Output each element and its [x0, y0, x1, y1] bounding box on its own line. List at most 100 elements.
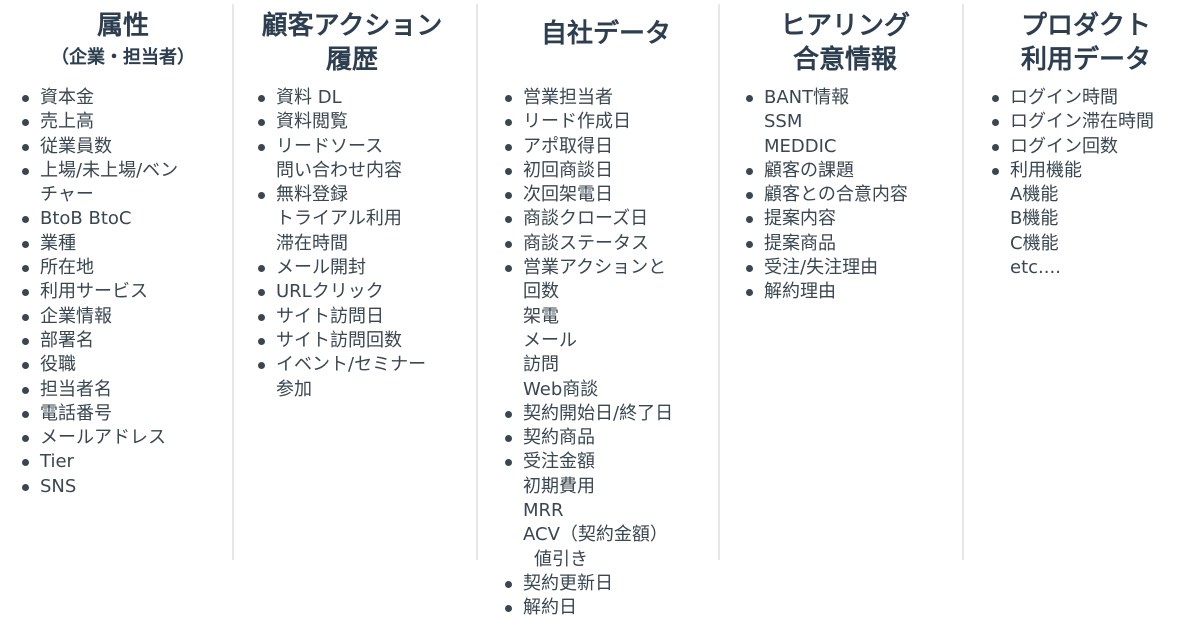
column-subtitle: （企業・担当者）	[51, 47, 195, 68]
list-item-label: 参加	[276, 378, 312, 400]
list-item: ログイン滞在時間	[988, 110, 1154, 134]
list-item-label: 利用サービス	[40, 281, 148, 303]
bullet-icon	[505, 216, 512, 224]
list-item-subtext: B機能	[988, 207, 1154, 231]
bullet-icon	[746, 289, 753, 297]
list-item-text: 従業員数	[18, 135, 178, 159]
list-item: 商談ステータス	[501, 232, 673, 256]
list-item-subtext: 架電	[501, 305, 673, 329]
list-item-label: 解約日	[523, 597, 577, 619]
bullet-icon	[746, 240, 753, 248]
list-item-subtext: チャー	[18, 183, 178, 207]
list-item-label: 回数	[523, 281, 559, 303]
list-item: リード作成日	[501, 110, 673, 134]
bullet-icon	[258, 192, 265, 200]
list-item-label: メール開封	[276, 257, 366, 279]
list-item-text: リード作成日	[501, 110, 673, 134]
list-item: 無料登録トライアル利用滞在時間	[254, 183, 426, 256]
list-item-label: 資料閲覧	[276, 111, 348, 133]
column-title: プロダクト	[1020, 11, 1151, 41]
list-item: 契約商品	[501, 426, 673, 450]
list-item-text: 受注金額	[501, 450, 673, 474]
list-item-label: A機能	[1010, 184, 1059, 206]
list-item-label: サイト訪問日	[276, 305, 384, 327]
bullet-icon	[258, 337, 265, 345]
list-item: 資料閲覧	[254, 110, 426, 134]
list-item-label: 架電	[523, 305, 559, 327]
bullet-icon	[505, 95, 512, 102]
list-item-label: URLクリック	[276, 281, 384, 303]
list-item-text: 商談ステータス	[501, 232, 673, 256]
list-item-label: 訪問	[523, 354, 559, 376]
list-item-label: 所在地	[40, 257, 94, 279]
list-item: 従業員数	[18, 135, 178, 159]
bullet-icon	[22, 410, 29, 418]
list-item: サイト訪問回数	[254, 329, 426, 353]
column-title: 自社データ	[540, 19, 671, 49]
bullet-icon	[22, 216, 29, 224]
list-item-text: 電話番号	[18, 402, 178, 426]
column-divider	[718, 4, 720, 560]
bullet-icon	[22, 483, 29, 491]
list-item-text: ログイン滞在時間	[988, 110, 1154, 134]
list-item-subtext: MRR	[501, 499, 673, 523]
list-item-label: 資料 DL	[276, 87, 342, 108]
bullet-icon	[505, 119, 512, 127]
list-item: 提案商品	[742, 232, 908, 256]
bullet-icon	[505, 459, 512, 467]
list-item-label: アポ取得日	[523, 135, 613, 157]
list-item-label: リード作成日	[523, 111, 631, 133]
list-item: サイト訪問日	[254, 305, 426, 329]
list-item-subtext: 滞在時間	[254, 232, 426, 256]
list-item-subtext: 値引き	[501, 548, 673, 572]
list-item-label: 契約商品	[523, 427, 595, 449]
list-item-label: 業種	[40, 232, 76, 254]
list-item-label: サイト訪問回数	[276, 329, 402, 351]
list-item-text: BtoB BtoC	[18, 207, 178, 231]
list-item-label: ACV（契約金額）	[523, 524, 668, 546]
list-item-label: 受注金額	[523, 451, 595, 473]
list-item-text: サイト訪問回数	[254, 329, 426, 353]
list-item: 契約更新日	[501, 572, 673, 596]
list-item-text: 資料閲覧	[254, 110, 426, 134]
bullet-icon	[22, 143, 29, 151]
bullet-icon	[505, 410, 512, 418]
list-item: 利用サービス	[18, 280, 178, 304]
bullet-icon	[258, 313, 265, 321]
list-item-label: 問い合わせ内容	[276, 159, 402, 181]
list-item-text: 提案商品	[742, 232, 908, 256]
list-item: URLクリック	[254, 280, 426, 304]
list-item-text: 解約日	[501, 596, 673, 620]
bullet-icon	[992, 143, 999, 151]
list-item: 顧客との合意内容	[742, 183, 908, 207]
list-item-label: 提案内容	[764, 208, 836, 230]
bullet-icon	[22, 313, 29, 321]
list-item-label: 利用機能	[1010, 159, 1082, 181]
column-divider	[476, 4, 478, 560]
bullet-icon	[22, 119, 29, 127]
list-item-label: 役職	[40, 354, 76, 376]
list-item-subtext: メール	[501, 329, 673, 353]
list-item: 契約開始日/終了日	[501, 402, 673, 426]
list-item-label: メールアドレス	[40, 427, 166, 449]
list-item-label: 値引き	[534, 548, 588, 570]
bullet-icon	[258, 95, 265, 102]
list-item-text: 顧客の課題	[742, 159, 908, 183]
list-item: SNS	[18, 475, 178, 499]
list-item-label: 顧客の課題	[764, 159, 854, 181]
column-title: ヒアリング	[779, 11, 910, 41]
list-item-label: BANT情報	[764, 87, 850, 108]
list-item-subtext: MEDDIC	[742, 135, 908, 159]
bullet-icon	[505, 435, 512, 443]
list-item: アポ取得日	[501, 135, 673, 159]
list-item-label: 上場/未上場/ベン	[40, 159, 179, 181]
list-item-label: ログイン時間	[1010, 87, 1118, 108]
list-item-text: 商談クローズ日	[501, 207, 673, 231]
list-item: 役職	[18, 353, 178, 377]
bullet-icon	[258, 143, 265, 151]
